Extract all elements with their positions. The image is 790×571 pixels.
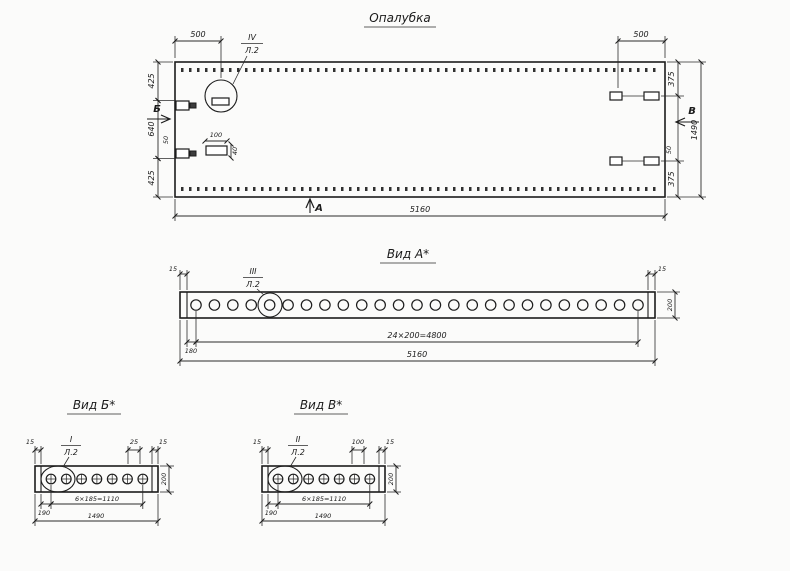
callout-sheet: Л.2 (290, 448, 305, 457)
dim-label: 1490 (690, 120, 699, 140)
dim-label: 15 (658, 265, 666, 273)
formwork-embedded-parts (175, 91, 660, 166)
view-b-outline (34, 465, 159, 493)
formwork-detail-callout: IV Л.2 (204, 33, 263, 113)
dim-label: 15 (253, 438, 261, 446)
view-b-dimensions: 15 25 15 200 190 6×185=1110 1490 (26, 438, 174, 526)
formwork-serration (181, 68, 659, 191)
dim-label: 375 (667, 171, 676, 186)
view-b-holes (45, 473, 149, 485)
formwork-bottom-dimension: 5160 (172, 199, 668, 221)
dim-label: 100 (352, 438, 364, 446)
view-a-title: Вид А* (387, 247, 429, 261)
dim-label: 425 (147, 73, 156, 88)
formwork-top-dimensions: 500 500 (172, 30, 668, 88)
view-b: Вид Б* I Л.2 15 25 15 (26, 398, 174, 526)
callout-number: I (70, 435, 73, 444)
view-a-detail-callout: III Л.2 (243, 267, 283, 318)
formwork-left-dimensions: 425 640 425 50 (147, 59, 175, 200)
dim-label: 375 (667, 71, 676, 86)
formwork-outline (174, 61, 666, 198)
dim-label: 190 (38, 509, 50, 517)
dim-label: 190 (265, 509, 277, 517)
formwork-view: Опалубка IV Л.2 (147, 11, 706, 221)
view-b-detail-callout: I Л.2 (40, 435, 81, 493)
view-a-dimensions: 15 15 200 180 24×200=4800 5160 (169, 265, 680, 366)
dim-label: 50 (665, 146, 673, 154)
dim-label: 180 (185, 347, 197, 355)
callout-sheet: Л.2 (63, 448, 78, 457)
dim-label: 24×200=4800 (387, 331, 446, 340)
dim-label: 6×185=1110 (75, 495, 119, 503)
section-letter-a: А (314, 203, 323, 214)
dim-label: 50 (162, 136, 170, 144)
callout-number: IV (248, 33, 256, 42)
dim-label: 1490 (315, 512, 332, 520)
dim-label: 425 (147, 170, 156, 185)
formwork-title: Опалубка (369, 11, 430, 25)
view-a: Вид А* III Л.2 15 15 200 (169, 247, 680, 366)
view-v-holes (272, 473, 376, 485)
view-v-title: Вид В* (300, 398, 342, 412)
dim-label: 15 (26, 438, 34, 446)
view-v: Вид В* II Л.2 15 100 15 (253, 398, 401, 526)
dim-label: 500 (190, 30, 205, 39)
section-letter-b: Б (153, 104, 161, 115)
view-v-outline (261, 465, 386, 493)
dim-label: 15 (386, 438, 394, 446)
dim-label: 5160 (407, 350, 427, 359)
formwork-local-detail: 100 40 (202, 131, 239, 161)
dim-label: 25 (130, 438, 138, 446)
dim-label: 6×185=1110 (302, 495, 346, 503)
callout-number: II (296, 435, 301, 444)
dim-label: 5160 (410, 205, 430, 214)
view-v-detail-callout: II Л.2 (267, 435, 308, 493)
dim-label: 15 (169, 265, 177, 273)
formwork-right-dimensions: 375 375 50 1490 (661, 59, 706, 200)
dim-label: 1490 (88, 512, 105, 520)
dim-label: 200 (160, 473, 168, 485)
dim-label: 200 (666, 299, 674, 311)
dim-label: 200 (387, 473, 395, 485)
section-letter-v: В (688, 106, 696, 117)
callout-sheet: Л.2 (244, 46, 259, 55)
dim-label: 500 (633, 30, 648, 39)
callout-number: III (249, 267, 257, 276)
dim-label: 100 (210, 131, 222, 139)
view-v-dimensions: 15 100 15 200 190 6×185=1110 1490 (253, 438, 401, 526)
dim-label: 40 (231, 147, 239, 155)
view-a-outline (179, 291, 656, 319)
dim-label: 15 (159, 438, 167, 446)
section-marks: Б В А (147, 104, 699, 214)
callout-sheet: Л.2 (245, 280, 260, 289)
dim-label: 640 (147, 121, 156, 136)
view-a-holes (190, 299, 644, 311)
view-b-title: Вид Б* (73, 398, 115, 412)
